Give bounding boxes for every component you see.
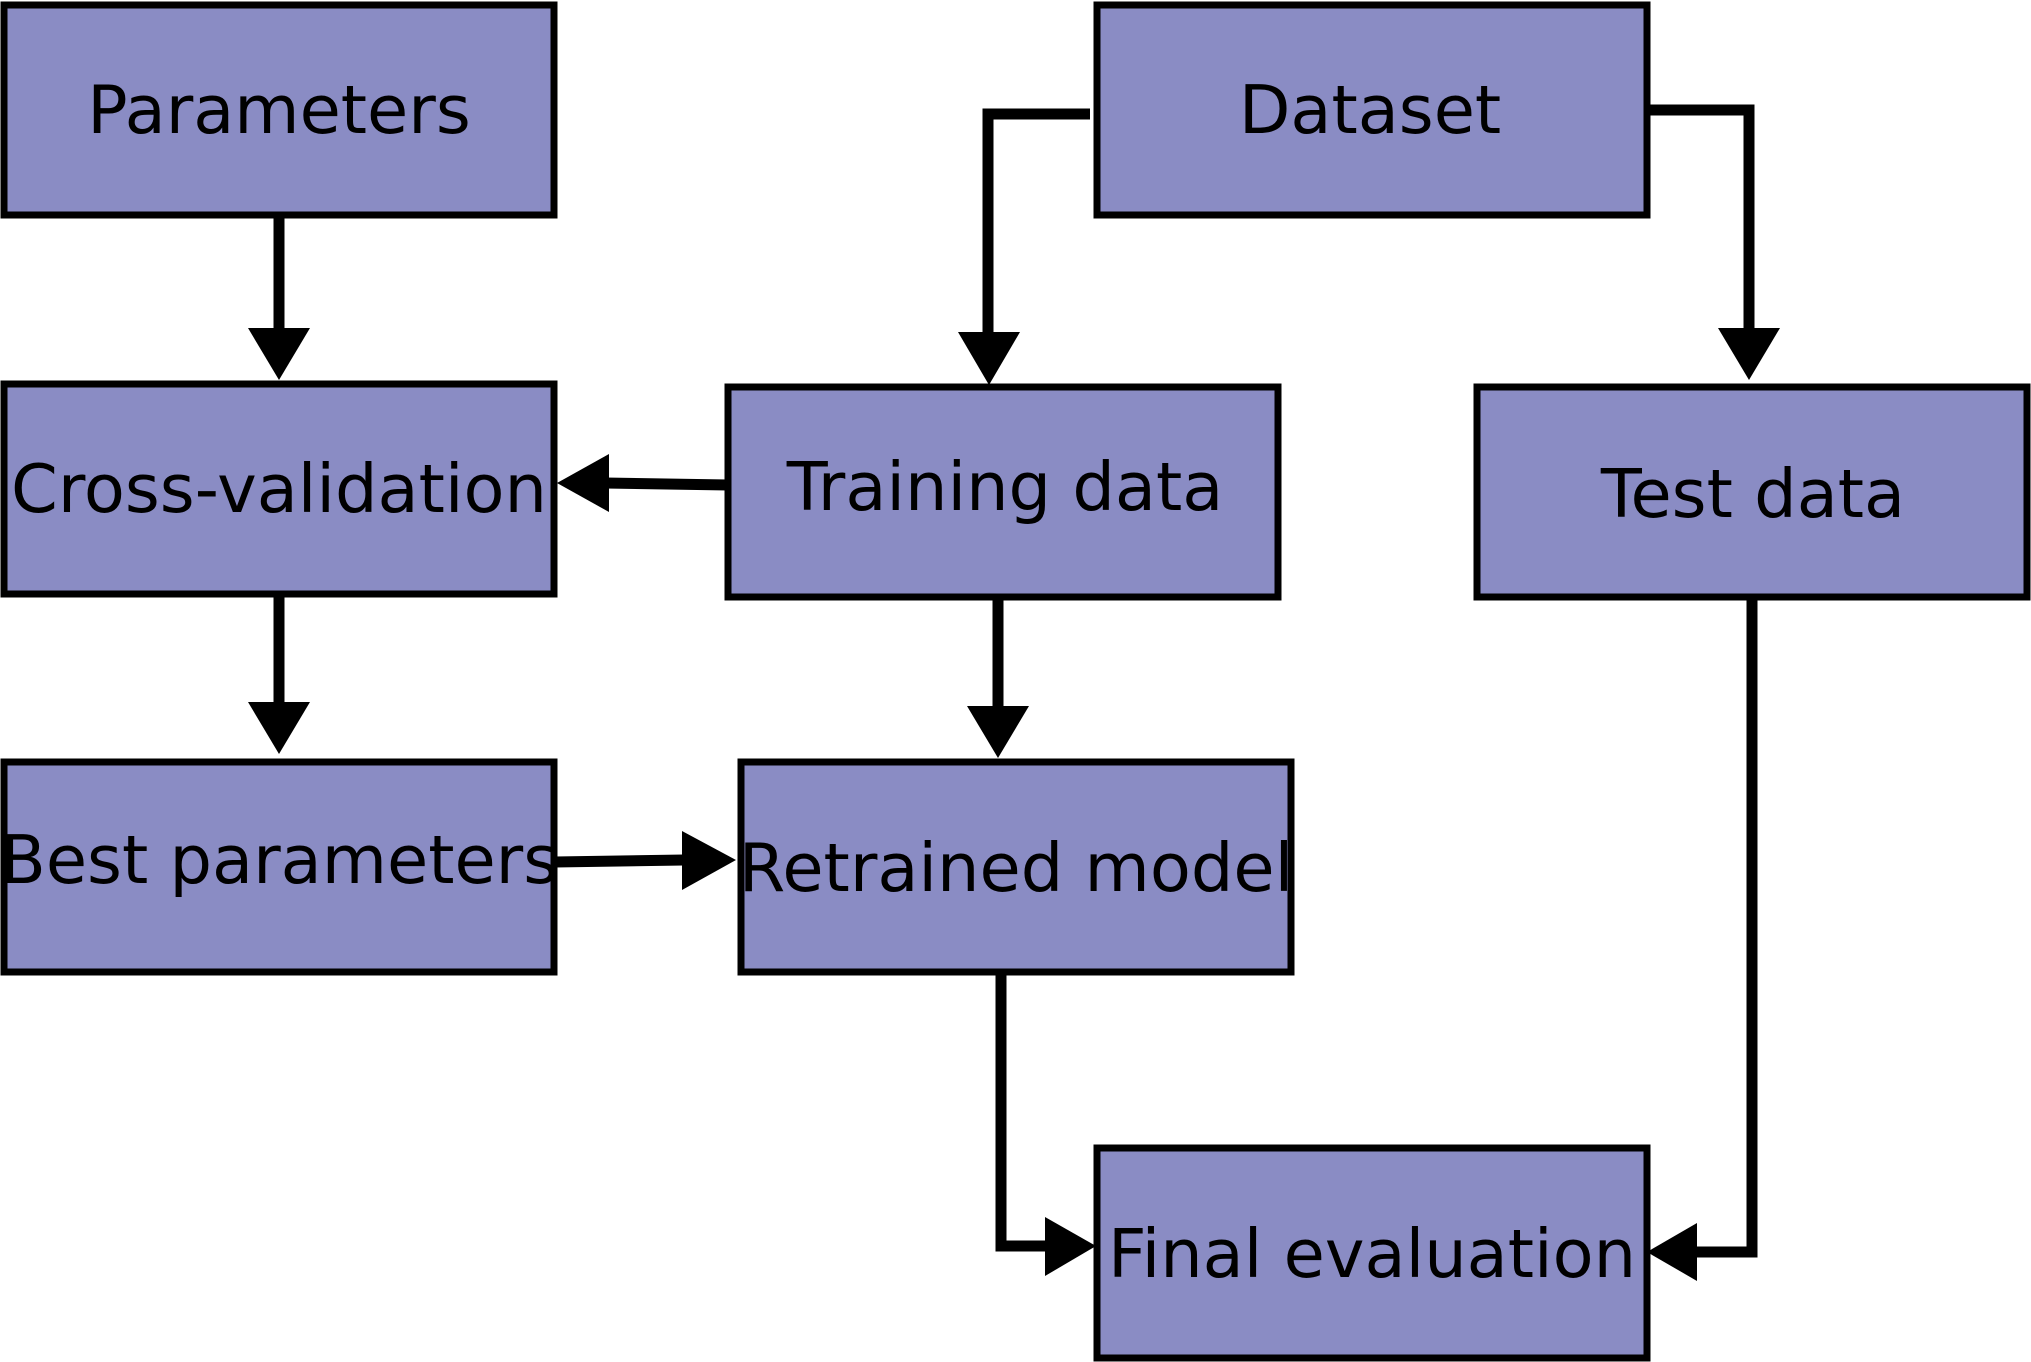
node-dataset: Dataset xyxy=(1093,1,1651,219)
edge-trainingdata-to-crossvalidation xyxy=(604,477,729,491)
node-best-parameters-label: Best parameters xyxy=(0,821,558,899)
node-final-evaluation-label: Final evaluation xyxy=(1108,1215,1636,1293)
node-best-parameters: Best parameters xyxy=(0,758,558,976)
arrowhead-right-icon xyxy=(1045,1217,1096,1276)
arrowhead-down-icon xyxy=(967,706,1029,758)
edges xyxy=(273,104,1758,1258)
edge-dataset-to-trainingdata xyxy=(982,108,1090,335)
node-parameters-label: Parameters xyxy=(87,71,470,149)
arrowheads xyxy=(248,328,1780,1281)
node-dataset-label: Dataset xyxy=(1239,71,1501,149)
node-cross-validation: Cross-validation xyxy=(0,380,558,598)
node-training-data-label: Training data xyxy=(786,448,1224,526)
node-parameters: Parameters xyxy=(0,1,558,219)
node-cross-validation-label: Cross-validation xyxy=(11,450,547,528)
node-test-data: Test data xyxy=(1473,383,2031,601)
node-retrained-model: Retrained model xyxy=(737,758,1295,976)
arrowhead-down-icon xyxy=(248,702,310,754)
arrowhead-left-icon xyxy=(557,454,609,512)
edge-dataset-to-testdata xyxy=(1648,104,1755,332)
arrowhead-right-icon xyxy=(682,831,736,890)
node-test-data-label: Test data xyxy=(1600,455,1905,533)
arrowhead-down-icon xyxy=(958,332,1020,385)
arrowhead-left-icon xyxy=(1647,1223,1697,1281)
node-retrained-model-label: Retrained model xyxy=(739,829,1293,907)
node-final-evaluation: Final evaluation xyxy=(1093,1144,1651,1362)
node-training-data: Training data xyxy=(724,383,1282,601)
arrowhead-down-icon xyxy=(1718,328,1780,380)
arrowhead-down-icon xyxy=(248,328,310,380)
edge-retrainedmodel-to-finalevaluation xyxy=(995,972,1046,1252)
edge-bestparameters-to-retrainedmodel xyxy=(554,854,685,868)
edge-testdata-to-finalevaluation xyxy=(1690,597,1758,1258)
